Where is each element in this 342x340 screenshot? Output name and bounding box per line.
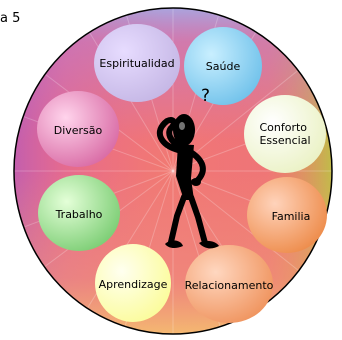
figure-right-arm [189, 150, 206, 184]
segment-pill-aprendizage [95, 244, 171, 322]
figure-right-foot [199, 240, 219, 249]
figure-label: a 5 [0, 11, 21, 26]
segment-label-trabalho: Trabalho [55, 208, 103, 221]
segment-pill-diversao [37, 91, 119, 167]
segment-espiritualidad: Espiritualidad [94, 24, 180, 102]
segment-trabalho: Trabalho [38, 175, 120, 251]
segment-label-relacionamento: Relacionamento [185, 279, 274, 292]
segment-label-saude: Saúde [206, 60, 241, 73]
segment-label-conforto-essencial: Conforto Essencial [259, 121, 310, 147]
question-mark: ? [201, 86, 210, 106]
figure-eye-highlight [179, 122, 185, 130]
figure-left-foot [165, 240, 183, 249]
segment-conforto-essencial: Conforto Essencial [244, 95, 326, 173]
segment-label-aprendizage: Aprendizage [99, 278, 168, 291]
thinking-stick-figure: ? [156, 86, 219, 249]
wheel-outline [13, 7, 333, 335]
segment-label-diversao: Diversão [54, 124, 103, 137]
segment-pill-relacionamento [185, 245, 273, 323]
segment-pill-saude [184, 27, 262, 105]
segment-aprendizage: Aprendizage [95, 244, 171, 322]
figure-left-leg [168, 194, 187, 245]
figure-right-leg [188, 194, 208, 246]
segment-saude: Saúde [184, 27, 262, 105]
segment-label-familia: Familia [272, 210, 311, 223]
figure-left-arm [156, 116, 184, 153]
segment-relacionamento: Relacionamento [185, 245, 274, 323]
segment-pill-espiritualidad [94, 24, 180, 102]
segment-familia: Familia [247, 177, 327, 253]
figure-right-hand [191, 178, 201, 186]
figure-body [176, 144, 194, 200]
segment-pill-conforto-essencial [244, 95, 326, 173]
segment-pill-trabalho [38, 175, 120, 251]
segment-label-espiritualidad: Espiritualidad [99, 57, 174, 70]
segment-diversao: Diversão [37, 91, 119, 167]
figure-head [173, 114, 195, 146]
segment-pill-familia [247, 177, 327, 253]
